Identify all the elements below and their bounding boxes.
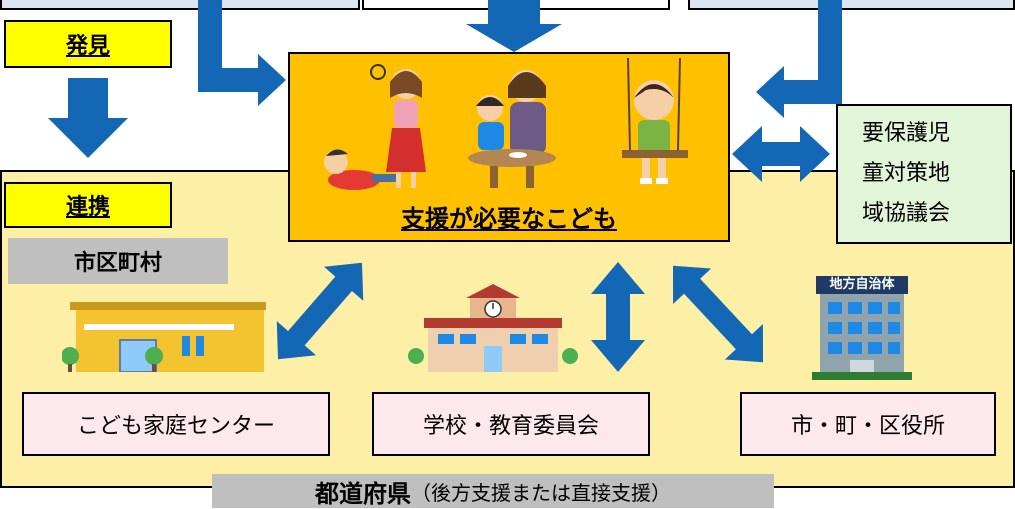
council-line-1: 要保護児: [862, 121, 951, 146]
cooperation-label: 連携: [4, 182, 172, 228]
school-board-label: 学校・教育委員会: [422, 414, 599, 439]
worried-mother-figure: [370, 64, 426, 188]
top-box-left: [0, 0, 360, 10]
arrow-center-school: [591, 262, 645, 372]
school-board-box: 学校・教育委員会: [372, 392, 650, 456]
arrow-council-double: [732, 126, 830, 182]
cooperation-text: 連携: [65, 195, 110, 220]
arrow-discovery-to-cooperation: [48, 78, 128, 158]
arrow-center-city-hall: [672, 265, 764, 363]
municipality-text: 市区町村: [73, 251, 162, 276]
child-protection-council-box: 要保護児 童対策地 域協議会: [836, 104, 1012, 244]
child-needing-support-box: 支援が必要なこども: [288, 52, 730, 242]
city-hall-sign-text: 地方自治体: [829, 277, 895, 292]
arrow-left-elbow: [198, 0, 286, 106]
arrow-top-center-down: [466, 0, 562, 52]
family-center-box: こども家庭センター: [22, 392, 330, 456]
family-center-label: こども家庭センター: [76, 414, 275, 439]
family-center-building-illustration: [62, 302, 266, 372]
child-with-adult-figure: [468, 70, 556, 188]
children-illustration: [324, 58, 688, 190]
child-needing-support-caption: 支援が必要なこども: [401, 205, 617, 233]
prefecture-label: 都道府県 （後方支援または直接支援）: [212, 474, 774, 508]
city-hall-box: 市・町・区役所: [740, 392, 996, 456]
arrow-center-family-center: [276, 262, 364, 360]
child-on-swing-figure: [622, 58, 688, 184]
top-box-right: [688, 0, 1015, 10]
discovery-label: 発見: [4, 20, 172, 68]
prefecture-label-note: （後方支援または直接支援）: [411, 480, 671, 505]
council-line-3: 域協議会: [862, 201, 951, 226]
arrow-right-elbow: [756, 0, 842, 118]
prefecture-label-bold: 都道府県: [315, 479, 411, 508]
city-hall-label: 市・町・区役所: [790, 414, 945, 439]
discovery-text: 発見: [65, 34, 110, 59]
city-hall-building-illustration: [812, 294, 912, 380]
city-hall-sign: 地方自治体: [816, 276, 908, 294]
municipality-label: 市区町村: [8, 238, 228, 284]
school-building-illustration: [408, 284, 578, 372]
council-line-2: 童対策地: [862, 161, 951, 186]
crying-child-figure: [324, 149, 396, 190]
